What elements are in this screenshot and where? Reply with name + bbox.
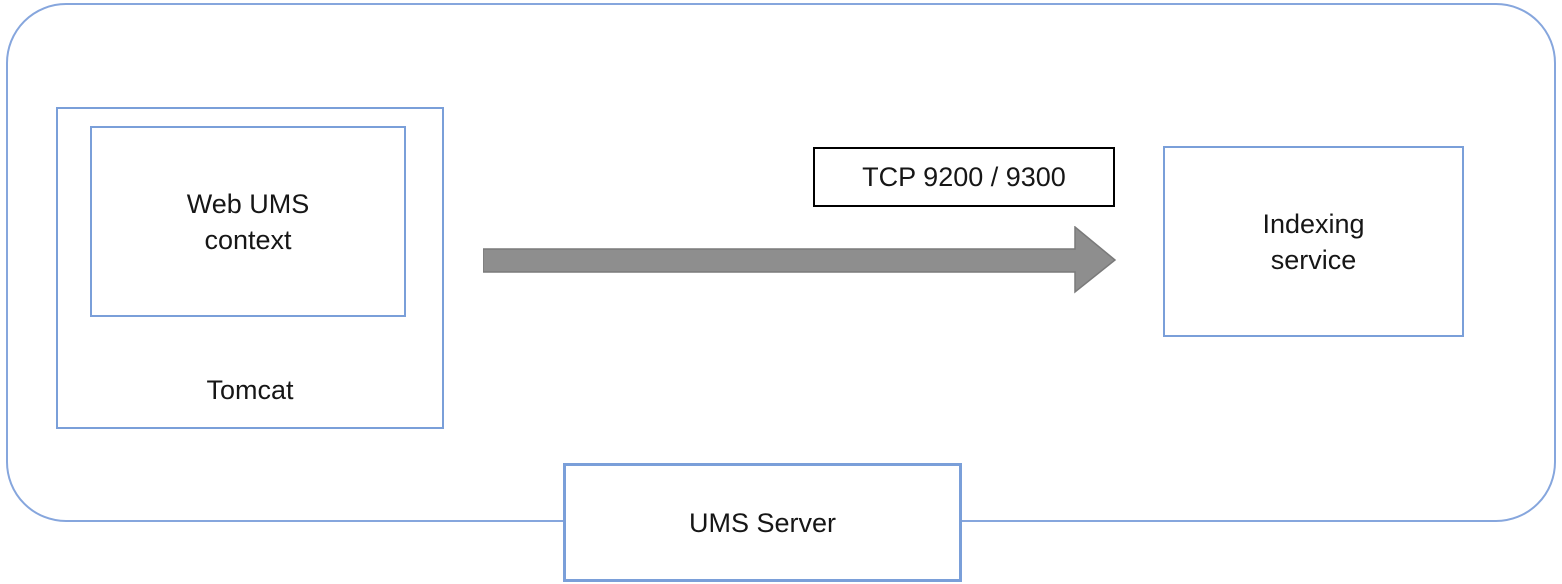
indexing-service-label: Indexing service bbox=[1262, 206, 1364, 278]
connection-arrow bbox=[483, 226, 1117, 294]
ums-server-box: UMS Server bbox=[563, 463, 962, 582]
ums-server-label: UMS Server bbox=[688, 507, 837, 538]
web-ums-context-box: Web UMS context bbox=[90, 126, 406, 317]
web-ums-context-line2: context bbox=[204, 224, 292, 255]
indexing-service-box: Indexing service bbox=[1163, 146, 1464, 337]
web-ums-context-line1: Web UMS bbox=[186, 188, 310, 219]
tcp-port-label-box: TCP 9200 / 9300 bbox=[813, 147, 1115, 207]
tcp-port-label: TCP 9200 / 9300 bbox=[862, 161, 1066, 192]
tomcat-box: Web UMS context Tomcat bbox=[56, 107, 444, 429]
indexing-service-line2: service bbox=[1270, 244, 1357, 275]
arrow-right-icon bbox=[483, 226, 1117, 294]
web-ums-context-label: Web UMS context bbox=[187, 186, 310, 258]
indexing-service-line1: Indexing bbox=[1262, 208, 1365, 239]
tomcat-label: Tomcat bbox=[206, 375, 294, 405]
